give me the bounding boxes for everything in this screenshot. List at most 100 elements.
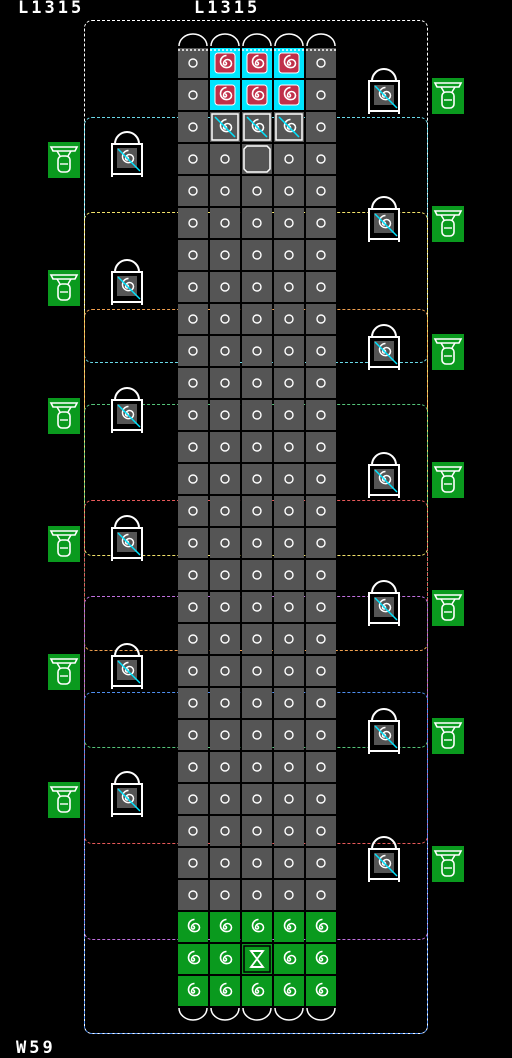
board-cell[interactable] — [210, 784, 240, 814]
green-cell[interactable] — [306, 912, 336, 942]
board-cell[interactable] — [178, 656, 208, 686]
board-cell[interactable] — [210, 624, 240, 654]
board-cell[interactable] — [178, 304, 208, 334]
board-cell[interactable] — [210, 464, 240, 494]
green-cell[interactable] — [274, 944, 304, 974]
board-cell[interactable] — [274, 528, 304, 558]
green-cell[interactable] — [178, 976, 208, 1006]
board-cell[interactable] — [274, 336, 304, 366]
board-cell[interactable] — [274, 720, 304, 750]
board-cell[interactable] — [306, 624, 336, 654]
board-cell[interactable] — [210, 176, 240, 206]
board-cell[interactable] — [178, 624, 208, 654]
board-cell[interactable] — [210, 400, 240, 430]
board-cell[interactable] — [178, 400, 208, 430]
green-cell[interactable] — [210, 944, 240, 974]
board-cell[interactable] — [210, 144, 240, 174]
board-cell[interactable] — [274, 880, 304, 910]
board-cell[interactable] — [274, 848, 304, 878]
board-cell[interactable] — [178, 336, 208, 366]
board-cell[interactable] — [274, 464, 304, 494]
board-cell[interactable] — [242, 336, 272, 366]
board-cell[interactable] — [274, 208, 304, 238]
board-cell[interactable] — [306, 144, 336, 174]
board-cell[interactable] — [242, 304, 272, 334]
board-cell[interactable] — [242, 272, 272, 302]
board-cell[interactable] — [274, 816, 304, 846]
board-cell[interactable] — [210, 336, 240, 366]
board-cell[interactable] — [242, 816, 272, 846]
selected-cell[interactable] — [242, 48, 272, 78]
board-cell[interactable] — [306, 560, 336, 590]
board-cell[interactable] — [306, 496, 336, 526]
green-cell[interactable] — [210, 976, 240, 1006]
board-cell[interactable] — [242, 848, 272, 878]
board-cell[interactable] — [306, 272, 336, 302]
board-cell[interactable] — [274, 624, 304, 654]
board-cell[interactable] — [210, 656, 240, 686]
board-cell[interactable] — [210, 304, 240, 334]
board-cell[interactable] — [242, 528, 272, 558]
board-cell[interactable] — [306, 368, 336, 398]
board-cell[interactable] — [210, 368, 240, 398]
board-cell[interactable] — [274, 400, 304, 430]
board-cell[interactable] — [210, 208, 240, 238]
board-cell[interactable] — [274, 752, 304, 782]
board-cell[interactable] — [178, 752, 208, 782]
green-cell[interactable] — [178, 944, 208, 974]
board-cell[interactable] — [178, 592, 208, 622]
board-cell[interactable] — [242, 656, 272, 686]
board-cell[interactable] — [178, 176, 208, 206]
board-cell[interactable] — [242, 688, 272, 718]
board-cell[interactable] — [242, 400, 272, 430]
board-cell[interactable] — [274, 304, 304, 334]
board-cell[interactable] — [306, 816, 336, 846]
board-cell[interactable] — [178, 240, 208, 270]
board-cell[interactable] — [306, 80, 336, 110]
board-cell[interactable] — [274, 656, 304, 686]
green-cell[interactable] — [274, 912, 304, 942]
board-cell[interactable] — [210, 560, 240, 590]
board-cell[interactable] — [242, 496, 272, 526]
board-cell[interactable] — [274, 432, 304, 462]
board-cell[interactable] — [306, 592, 336, 622]
board-cell[interactable] — [306, 880, 336, 910]
board-cell[interactable] — [306, 464, 336, 494]
board-cell[interactable] — [242, 720, 272, 750]
board-cell[interactable] — [210, 432, 240, 462]
board-cell[interactable] — [178, 112, 208, 142]
board-cell[interactable] — [306, 176, 336, 206]
board-cell[interactable] — [242, 560, 272, 590]
board-cell[interactable] — [178, 720, 208, 750]
board-cell[interactable] — [242, 880, 272, 910]
board-cell[interactable] — [274, 240, 304, 270]
board-cell[interactable] — [210, 720, 240, 750]
board-cell[interactable] — [210, 848, 240, 878]
board-cell[interactable] — [178, 848, 208, 878]
board-cell[interactable] — [210, 528, 240, 558]
board-cell[interactable] — [274, 496, 304, 526]
green-cell[interactable] — [242, 912, 272, 942]
board-cell[interactable] — [178, 432, 208, 462]
board-cell[interactable] — [242, 624, 272, 654]
selected-cell[interactable] — [210, 48, 240, 78]
empty-cell[interactable] — [242, 144, 272, 174]
board-cell[interactable] — [210, 752, 240, 782]
selected-cell[interactable] — [242, 80, 272, 110]
board-cell[interactable] — [178, 368, 208, 398]
board-cell[interactable] — [210, 240, 240, 270]
board-cell[interactable] — [178, 880, 208, 910]
board-cell[interactable] — [210, 496, 240, 526]
board-cell[interactable] — [178, 144, 208, 174]
board-cell[interactable] — [242, 464, 272, 494]
board-cell[interactable] — [210, 880, 240, 910]
board-cell[interactable] — [274, 272, 304, 302]
green-cell[interactable] — [274, 976, 304, 1006]
board-cell[interactable] — [306, 528, 336, 558]
board-cell[interactable] — [210, 592, 240, 622]
board-cell[interactable] — [242, 592, 272, 622]
selected-cell[interactable] — [210, 80, 240, 110]
board-cell[interactable] — [178, 48, 208, 78]
board-cell[interactable] — [306, 720, 336, 750]
marked-cell[interactable] — [274, 112, 304, 142]
